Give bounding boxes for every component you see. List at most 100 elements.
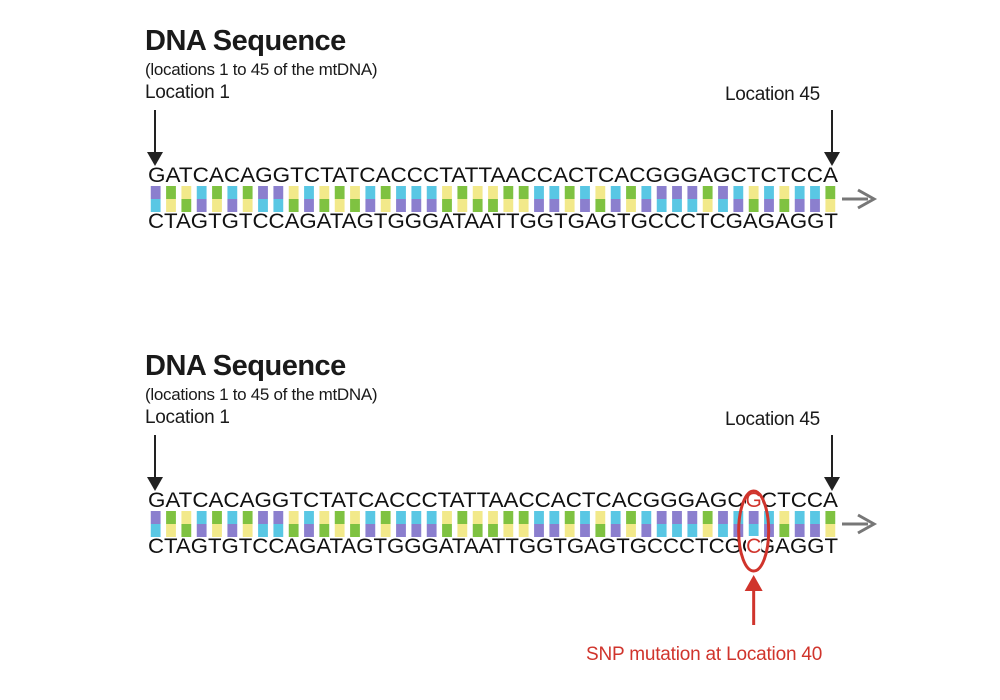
base-pair-bottom-half xyxy=(764,199,774,212)
base-pair-bottom-half xyxy=(672,524,682,537)
base-pair-top-half xyxy=(273,511,284,524)
base-pair-top-half xyxy=(580,186,590,199)
base-pair-top-half xyxy=(564,186,575,199)
base-pair-bottom-half xyxy=(442,199,452,212)
panel-subtitle: (locations 1 to 45 of the mtDNA) xyxy=(145,60,378,79)
base-pair-bottom-half xyxy=(442,524,452,537)
base-pair-top-half xyxy=(396,511,406,524)
base-pair-top-half xyxy=(426,511,437,524)
base-pair-top-half xyxy=(794,186,805,199)
base-pair-bottom-half xyxy=(304,524,314,537)
base-pair-bottom-half xyxy=(794,524,805,537)
base-pair-bottom-half xyxy=(396,199,406,212)
base-pair-top-half xyxy=(472,511,483,524)
base-pair-top-half xyxy=(365,186,376,199)
base-pair-bottom-half xyxy=(672,199,682,212)
base-pair-bottom-half xyxy=(641,524,652,537)
base-pair-top-half xyxy=(181,186,192,199)
base-pair-bottom-half xyxy=(212,524,222,537)
base-pair-top-half xyxy=(733,186,744,199)
base-pair-top-half xyxy=(365,511,376,524)
base-pair-top-half xyxy=(702,511,713,524)
base-pair-top-half xyxy=(488,511,498,524)
location-1-arrow-head xyxy=(147,152,163,166)
base-pair-top-half xyxy=(457,186,468,199)
base-pair-bottom-half xyxy=(227,524,238,537)
base-pair-bottom-half xyxy=(288,199,299,212)
base-pair-top-half xyxy=(242,511,253,524)
base-pair-bottom-half xyxy=(457,199,468,212)
base-pair-top-half xyxy=(396,186,406,199)
base-pair-top-half xyxy=(503,186,514,199)
dna-panel-original: DNA Sequence (locations 1 to 45 of the m… xyxy=(0,0,1000,300)
base-pair-top-half xyxy=(534,511,544,524)
base-pair-bottom-half xyxy=(718,524,728,537)
base-pair-bottom-half xyxy=(518,524,529,537)
base-pair-top-half xyxy=(442,511,452,524)
base-pair-top-half xyxy=(794,511,805,524)
base-pair-bottom-half xyxy=(641,199,652,212)
base-pair-top-half xyxy=(227,511,238,524)
base-pair-bottom-half xyxy=(426,199,437,212)
base-pair-top-half xyxy=(518,186,529,199)
base-pair-top-half xyxy=(350,186,360,199)
base-pair-top-half xyxy=(672,511,682,524)
base-pair-bottom-half xyxy=(779,199,790,212)
base-pair-top-half xyxy=(702,186,713,199)
base-pair-top-half xyxy=(656,511,667,524)
top-strand-sequence: GATCACAGGTCTATCACCCTATTAACCACTCACGGGAGCG… xyxy=(148,489,838,512)
base-pair-top-half xyxy=(488,186,498,199)
base-pair-top-half xyxy=(196,511,207,524)
snp-top-base: G xyxy=(745,489,761,512)
base-pair-top-half xyxy=(242,186,253,199)
base-pair-top-half xyxy=(564,511,575,524)
snp-bottom-base: C xyxy=(746,535,761,558)
base-pair-top-half xyxy=(549,186,560,199)
base-pair-bottom-half xyxy=(212,199,222,212)
snp-circle xyxy=(737,489,771,573)
panel-title: DNA Sequence xyxy=(145,350,346,382)
top-strand-sequence: GATCACAGGTCTATCACCCTATTAACCACTCACGGGAGCT… xyxy=(148,164,838,187)
location-45-arrow-head xyxy=(824,477,840,491)
base-pair-bottom-half xyxy=(733,199,744,212)
base-pair-bottom-half xyxy=(825,524,836,537)
base-pair-top-half xyxy=(779,511,790,524)
base-pair-bottom-half xyxy=(656,199,667,212)
base-pair-bottom-half xyxy=(166,199,176,212)
base-pair-top-half xyxy=(380,186,391,199)
base-pair-bottom-half xyxy=(610,199,621,212)
base-pair-rungs xyxy=(150,186,836,212)
snp-highlight: GC xyxy=(737,489,771,625)
base-pair-top-half xyxy=(319,511,330,524)
base-pair-bottom-half xyxy=(273,199,284,212)
base-pair-bottom-half xyxy=(350,199,360,212)
location-arrows xyxy=(147,435,878,535)
base-pair-top-half xyxy=(626,511,636,524)
base-pair-top-half xyxy=(595,511,606,524)
panel-subtitle: (locations 1 to 45 of the mtDNA) xyxy=(145,385,378,404)
base-pair-bottom-half xyxy=(488,199,498,212)
base-pair-bottom-half xyxy=(488,524,498,537)
location-1-label: Location 1 xyxy=(145,82,230,103)
base-pair-rungs xyxy=(150,511,836,537)
base-pair-bottom-half xyxy=(334,199,345,212)
base-pair-top-half xyxy=(687,186,698,199)
base-pair-top-half xyxy=(212,511,222,524)
base-pair-top-half xyxy=(656,186,667,199)
base-pair-top-half xyxy=(212,186,222,199)
location-arrows xyxy=(147,110,878,210)
snp-mutation-label: SNP mutation at Location 40 xyxy=(586,644,823,665)
location-45-label: Location 45 xyxy=(725,84,820,105)
base-pair-top-half xyxy=(426,186,437,199)
base-pair-bottom-half xyxy=(702,524,713,537)
base-pair-bottom-half xyxy=(396,524,406,537)
base-pair-bottom-half xyxy=(258,199,268,212)
base-pair-bottom-half xyxy=(580,199,590,212)
base-pair-bottom-half xyxy=(810,199,820,212)
base-pair-top-half xyxy=(779,186,790,199)
dna-panel-mutated: DNA Sequence (locations 1 to 45 of the m… xyxy=(0,325,1000,625)
base-pair-bottom-half xyxy=(166,524,176,537)
base-pair-bottom-half xyxy=(304,199,314,212)
base-pair-top-half xyxy=(748,511,759,524)
base-pair-bottom-half xyxy=(595,524,606,537)
